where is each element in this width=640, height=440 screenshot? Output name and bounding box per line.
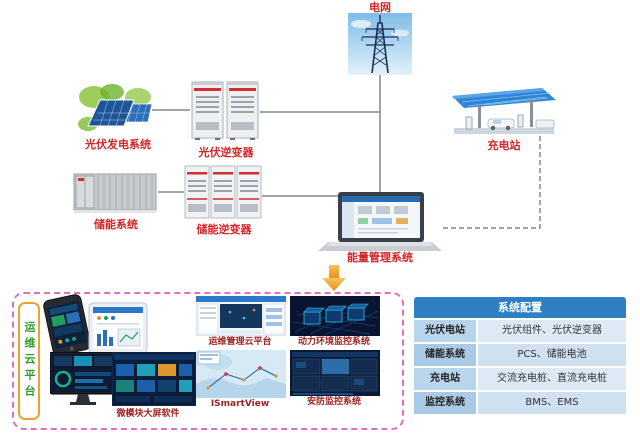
charging-station-label: 充电站 [487, 139, 521, 152]
security-monitoring-label: 安防监控系统 [306, 397, 361, 407]
storage-system-label: 储能系统 [94, 218, 138, 231]
config-row-value: 交流充电桩、直流充电桩 [478, 368, 626, 390]
pv-panels-icon [78, 82, 152, 136]
config-row-value: 光伏组件、光伏逆变器 [478, 320, 626, 342]
table-row: 光伏电站 光伏组件、光伏逆变器 [414, 320, 626, 342]
phone-icon [40, 292, 93, 357]
tablet-icon [88, 302, 148, 356]
om-cloud-side-label-text: 运维云平台 [23, 321, 36, 401]
config-row-name: 光伏电站 [414, 320, 476, 342]
power-env-monitoring-screenshot [290, 296, 380, 336]
power-env-monitoring-label: 动力环境监控系统 [297, 337, 370, 347]
om-cloud-side-label: 运维云平台 [18, 302, 40, 420]
bigscreen-label: 微模块大屏软件 [116, 409, 180, 419]
table-row: 充电站 交流充电桩、直流充电桩 [414, 368, 626, 390]
pv-system-label: 光伏发电系统 [85, 138, 151, 151]
om-cloud-platform-screenshot [196, 296, 286, 336]
ems-label: 能量管理系统 [347, 251, 413, 264]
om-platform-group-border [12, 292, 404, 430]
system-config-table: 系统配置 光伏电站 光伏组件、光伏逆变器 储能系统 PCS、储能电池 充电站 交… [414, 297, 626, 414]
config-row-name: 监控系统 [414, 392, 476, 414]
power-grid-tower-icon [348, 13, 412, 75]
config-row-name: 储能系统 [414, 344, 476, 366]
pv-inverter-icon [190, 76, 260, 144]
table-row: 监控系统 BMS、EMS [414, 392, 626, 414]
storage-container-icon [72, 168, 158, 216]
ismartview-label: ISmartView [210, 399, 270, 409]
ismartview-map-screenshot [196, 350, 286, 398]
om-cloud-platform-label: 运维管理云平台 [208, 337, 272, 347]
storage-inverter-icon [184, 158, 262, 222]
monitor-icon [50, 352, 116, 410]
storage-inverter-label: 储能逆变器 [196, 223, 252, 236]
security-monitoring-screenshot [290, 350, 380, 396]
pv-inverter-label: 光伏逆变器 [198, 146, 254, 159]
config-row-name: 充电站 [414, 368, 476, 390]
config-row-value: BMS、EMS [478, 392, 626, 414]
bigscreen-software-screenshot [112, 352, 196, 406]
config-row-value: PCS、储能电池 [478, 344, 626, 366]
config-table-title: 系统配置 [414, 297, 626, 318]
charging-station-icon [448, 84, 560, 136]
ems-laptop-icon [318, 192, 442, 253]
grid-label: 电网 [369, 1, 391, 14]
table-row: 储能系统 PCS、储能电池 [414, 344, 626, 366]
down-arrow-icon [322, 265, 346, 292]
